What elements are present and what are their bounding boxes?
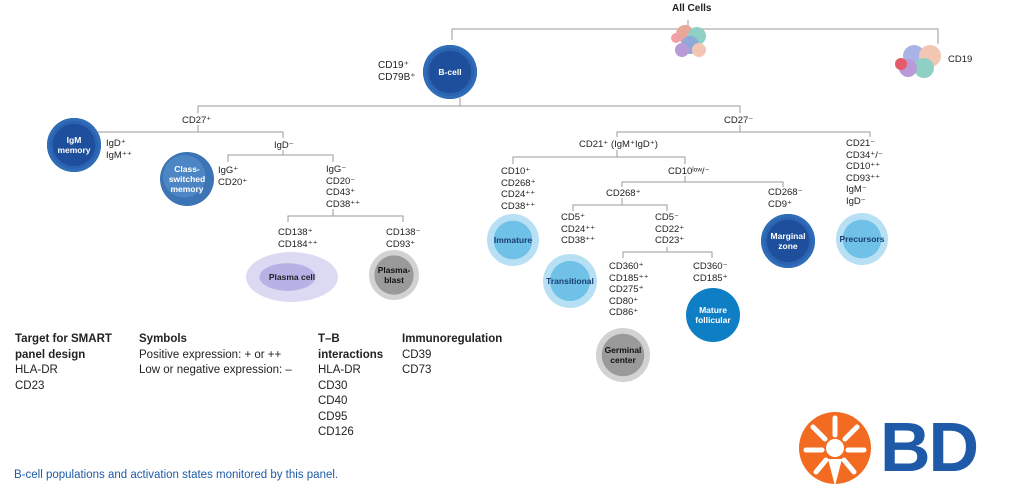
bd-burst-logo-icon bbox=[799, 412, 871, 486]
class-switched-markers: IgG⁺ CD20⁺ bbox=[218, 165, 248, 188]
legend-immuno-items: CD39 CD73 bbox=[402, 348, 432, 377]
caption: B-cell populations and activation states… bbox=[14, 469, 339, 481]
cd21-label: CD21⁺ (IgM⁺IgD⁺) bbox=[579, 139, 658, 150]
legend-immuno-title: Immunoregulation bbox=[402, 333, 503, 345]
germinal-center-node: Germinal center bbox=[596, 328, 650, 382]
bd-logo-text: BD bbox=[880, 408, 979, 486]
cd27-neg-label: CD27⁻ bbox=[724, 115, 754, 126]
immature-node: Immature bbox=[487, 214, 539, 266]
mature-follicular-node: Mature follicular bbox=[686, 288, 740, 342]
cd268-pos-label: CD268⁺ bbox=[606, 188, 641, 199]
legend-tb: T–B interactions HLA-DR CD30 CD40 CD95 C… bbox=[318, 332, 383, 441]
mature-markers: CD360⁻ CD185⁺ bbox=[693, 261, 728, 284]
igd-neg-label: IgD⁻ bbox=[274, 140, 294, 151]
immature-markers: CD10⁺ CD268⁺ CD24⁺⁺ CD38⁺⁺ bbox=[501, 166, 536, 212]
cd5-neg-markers: CD5⁻ CD22⁺ CD23⁺ bbox=[655, 212, 685, 246]
cd27-pos-label: CD27⁺ bbox=[182, 115, 212, 126]
germinal-markers: CD360⁺ CD185⁺⁺ CD275⁺ CD80⁺ CD86⁺ bbox=[609, 261, 649, 318]
legend-smart: Target for SMART panel design HLA-DR CD2… bbox=[15, 332, 112, 394]
legend-symbols: Symbols Positive expression: + or ++ Low… bbox=[139, 332, 292, 379]
legend-smart-items: HLA-DR CD23 bbox=[15, 364, 58, 392]
cell-cluster-icon bbox=[671, 25, 706, 57]
precursors-markers: CD21⁻ CD34⁺/⁻ CD10⁺⁺ CD93⁺⁺ IgM⁻ IgD⁻ bbox=[846, 138, 883, 207]
marginal-zone-node: Marginal zone bbox=[761, 214, 815, 268]
legend-immuno: Immunoregulation CD39 CD73 bbox=[402, 332, 502, 379]
plasma-cell-node: Plasma cell bbox=[246, 252, 338, 302]
transitional-markers: CD5⁺ CD24⁺⁺ CD38⁺⁺ bbox=[561, 212, 596, 246]
cd19-label: CD19 bbox=[948, 54, 973, 65]
legend-tb-items: HLA-DR CD30 CD40 CD95 CD126 bbox=[318, 364, 361, 438]
cd10-low-label: CD10ˡᵒʷ/⁻ bbox=[668, 166, 710, 177]
bcell-markers: CD19⁺ CD79B⁺ bbox=[378, 60, 416, 83]
plasma-blast-markers: CD138⁻ CD93⁺ bbox=[386, 227, 421, 250]
cd19-cell-cluster-icon bbox=[895, 45, 941, 78]
legend-smart-title: Target for SMART panel design bbox=[15, 333, 112, 361]
plasma-cell-markers: CD138⁺ CD184⁺⁺ bbox=[278, 227, 318, 250]
legend-symbols-items: Positive expression: + or ++ Low or nega… bbox=[139, 348, 292, 377]
class-switched-memory-node: Class- switched memory bbox=[160, 152, 214, 206]
transitional-node: Transitional bbox=[543, 254, 597, 308]
precursors-node: Precursors bbox=[836, 213, 888, 265]
igm-memory-markers: IgD⁺ IgM⁺⁺ bbox=[106, 138, 132, 161]
marginal-markers: CD268⁻ CD9⁺ bbox=[768, 187, 803, 210]
all-cells-title: All Cells bbox=[672, 3, 712, 14]
plasma-blast-node: Plasma- blast bbox=[369, 250, 419, 300]
igg-neg-markers: IgG⁻ CD20⁻ CD43⁺ CD38⁺⁺ bbox=[326, 164, 361, 210]
b-cell-node: B-cell bbox=[423, 45, 477, 99]
legend-symbols-title: Symbols bbox=[139, 333, 187, 345]
legend-tb-title: T–B interactions bbox=[318, 333, 384, 361]
igm-memory-node: IgM memory bbox=[47, 118, 101, 172]
